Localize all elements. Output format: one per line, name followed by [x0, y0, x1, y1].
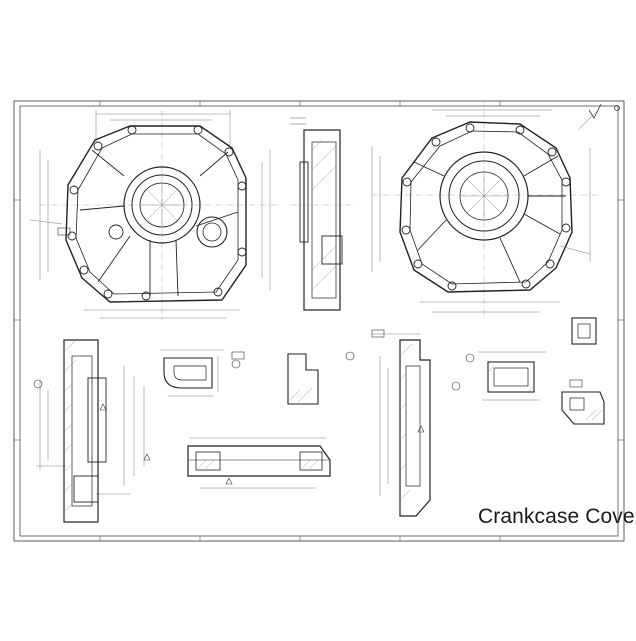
frame-tick-marks: [14, 101, 624, 541]
hatching-side: [311, 139, 337, 291]
detail-views-right: [478, 317, 605, 425]
drawing-title: Crankcase Cover: [478, 505, 636, 528]
ribs-right: [413, 155, 566, 283]
detail-view-upper: [160, 349, 319, 405]
ribs-left: [79, 149, 239, 297]
centerlines-left: [40, 110, 280, 320]
centerlines-right: [372, 100, 600, 320]
flange-inner-left: [75, 133, 239, 295]
sheet-frame: [13, 100, 625, 542]
dimension-lines-section-left: [36, 366, 145, 495]
flange-outline-right: [399, 121, 573, 293]
bolt-holes-left: [67, 125, 247, 301]
bearing-boss-outer: [123, 166, 201, 244]
bottom-section-view: [187, 437, 331, 489]
section-view-right-tall: [372, 333, 431, 517]
surface-finish-mark: [588, 103, 620, 119]
front-view-left: [29, 110, 280, 320]
side-section-view: [290, 117, 354, 311]
hatching-right-tall: [399, 343, 413, 501]
flange-outline-left: [65, 125, 247, 303]
hatching-left-tall: [63, 339, 77, 513]
section-view-left-tall: [36, 339, 145, 523]
dimension-lines-left: [29, 110, 271, 319]
dimension-lines-right: [371, 109, 597, 313]
front-view-right: [371, 100, 600, 320]
bolt-holes-right: [401, 123, 571, 291]
datum-symbols: [33, 227, 583, 485]
secondary-boss-left: [196, 216, 228, 248]
hatching-bottom: [197, 459, 319, 469]
